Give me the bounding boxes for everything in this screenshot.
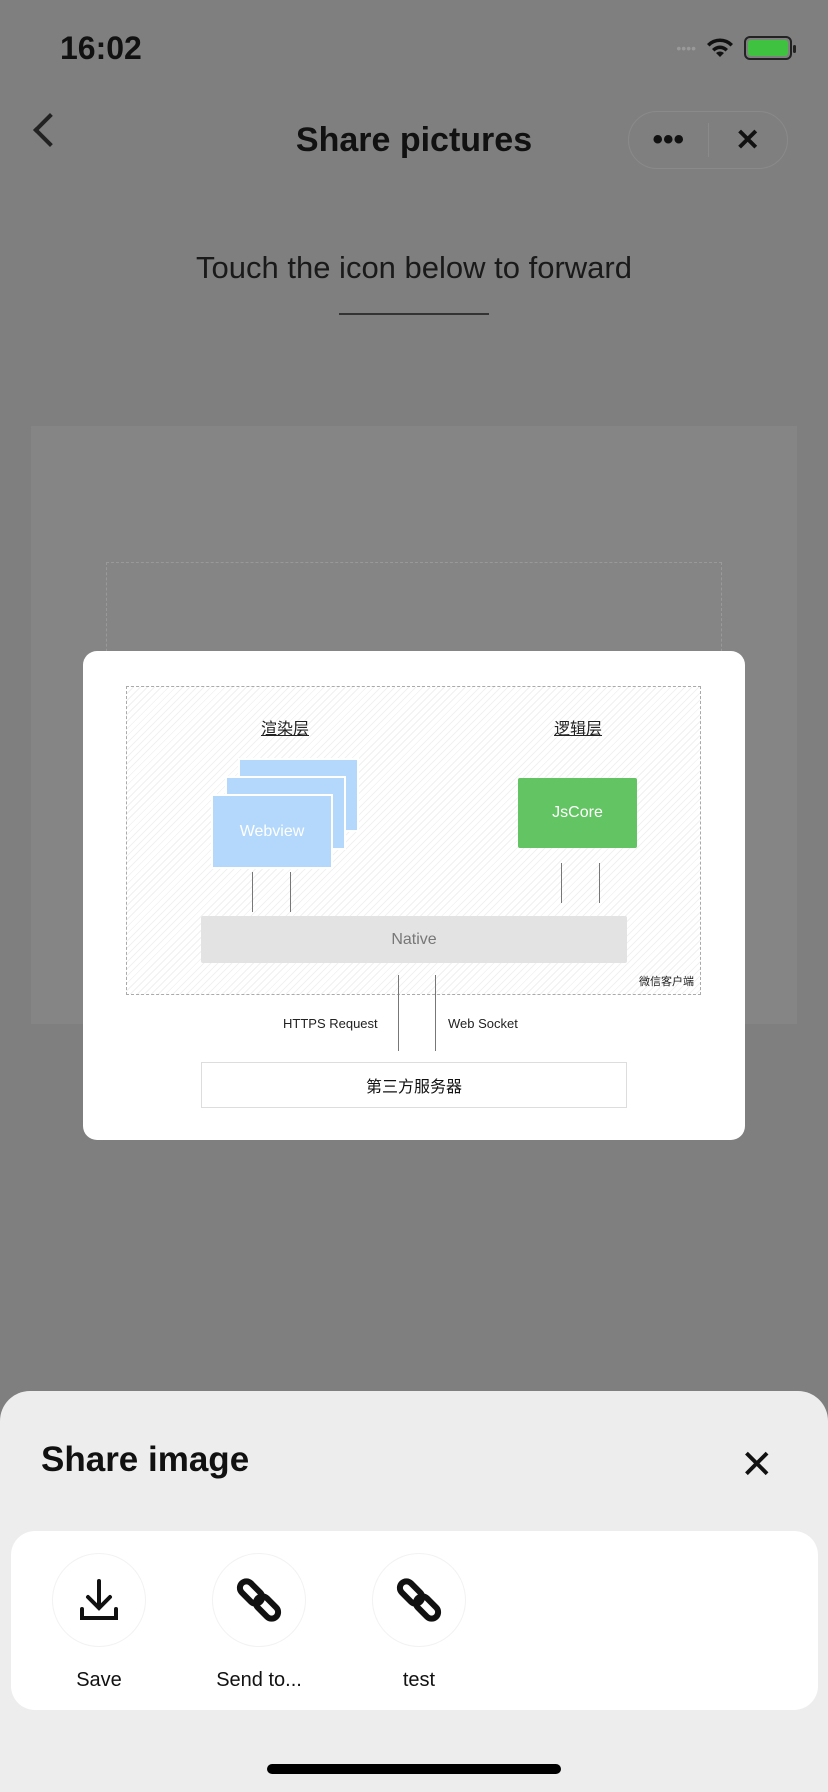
capsule-menu: ••• ✕ — [628, 111, 788, 169]
divider — [339, 313, 489, 315]
arrow-up — [435, 975, 436, 1051]
send-to-button[interactable]: Send to... — [199, 1553, 319, 1692]
link-icon — [212, 1553, 306, 1647]
server-box: 第三方服务器 — [201, 1062, 627, 1108]
action-label: test — [402, 1669, 436, 1691]
test-button[interactable]: test — [359, 1553, 479, 1692]
more-button[interactable]: ••• — [652, 123, 684, 156]
forward-hint: Touch the icon below to forward — [196, 250, 632, 285]
battery-icon — [744, 36, 796, 60]
logic-layer-label: 逻辑层 — [553, 721, 603, 738]
arrow-down — [252, 872, 253, 912]
webview-box: Webview — [211, 794, 333, 869]
action-label: Save — [76, 1669, 122, 1691]
save-button[interactable]: Save — [39, 1553, 159, 1692]
download-icon — [52, 1553, 146, 1647]
signal-icon: •••• — [676, 40, 696, 56]
native-box: Native — [201, 916, 627, 963]
arrow-up — [290, 872, 291, 912]
background-diagram — [106, 562, 722, 662]
home-indicator[interactable] — [267, 1764, 561, 1774]
render-layer-label: 渲染层 — [260, 721, 310, 738]
client-label: 微信客户端 — [639, 976, 694, 988]
https-label: HTTPS Request — [283, 1016, 378, 1031]
arrow-up — [599, 863, 600, 903]
websocket-label: Web Socket — [448, 1016, 518, 1031]
close-button[interactable]: ✕ — [735, 123, 761, 157]
action-label: Send to... — [216, 1669, 302, 1691]
sheet-title: Share image — [41, 1440, 250, 1479]
status-time: 16:02 — [60, 30, 142, 66]
status-icons: •••• — [676, 36, 796, 60]
arrow-down — [398, 975, 399, 1051]
link-icon — [372, 1553, 466, 1647]
page-title: Share pictures — [295, 121, 533, 159]
wifi-icon — [707, 38, 733, 57]
sheet-close-button[interactable]: ✕ — [740, 1443, 774, 1487]
arrow-down — [561, 863, 562, 903]
jscore-box: JsCore — [518, 778, 637, 848]
